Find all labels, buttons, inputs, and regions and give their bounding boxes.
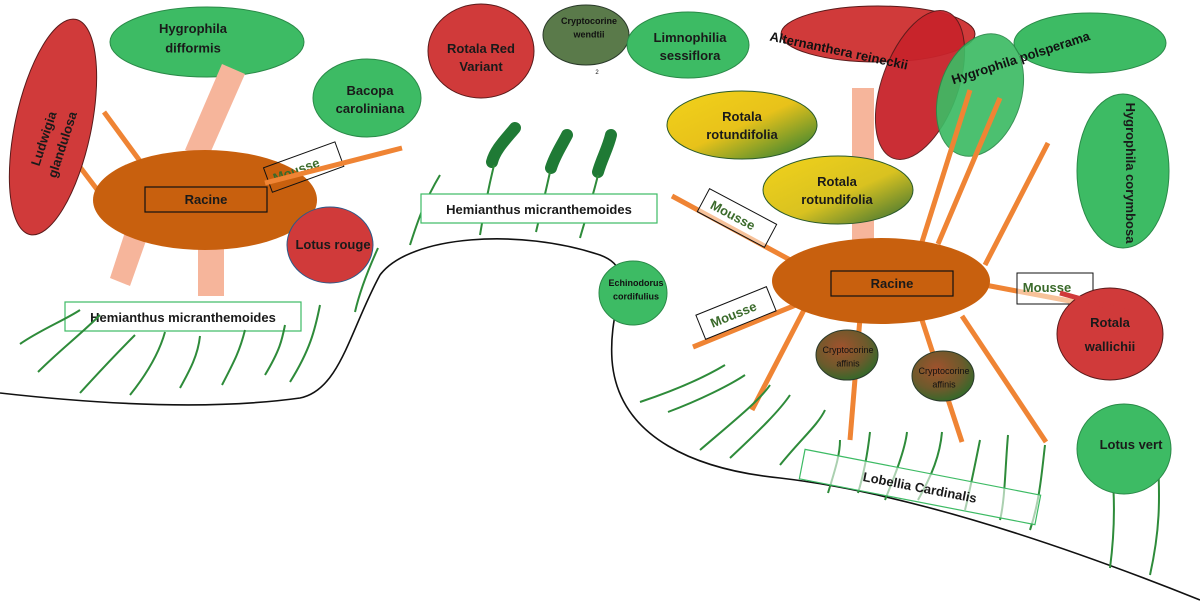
lotus-vert-label: Lotus vert xyxy=(1100,437,1164,452)
wood-trunk-left-2 xyxy=(110,232,147,286)
racine-left-box xyxy=(144,186,268,213)
hemianthus-left-label: Hemianthus micranthemoides xyxy=(90,310,276,325)
racine-right-label: Racine xyxy=(871,276,914,291)
lotus-rouge-label: Lotus rouge xyxy=(295,237,370,252)
wood-trunk-left-1 xyxy=(185,64,245,158)
root-line xyxy=(264,145,403,186)
hygrophila-polysperma-oval xyxy=(1013,12,1167,74)
hemianthus-center: Hemianthus micranthemoides xyxy=(420,193,658,224)
lotus-rouge: Lotus rouge xyxy=(286,206,374,284)
racine-left: Racine xyxy=(93,150,317,250)
hemianthus-left: Hemianthus micranthemoides xyxy=(64,301,302,332)
hygrophila-corymbosa-label: Hygrophila corymbosa xyxy=(1123,103,1138,245)
hemianthus-center-label: Hemianthus micranthemoides xyxy=(446,202,632,217)
hemianthus-grass-left xyxy=(19,174,441,396)
racine-left-label: Racine xyxy=(185,192,228,207)
crypto-wendtii-note: 2 xyxy=(595,70,599,76)
hygrophila-corymbosa: Hygrophila corymbosa xyxy=(1076,93,1170,249)
racine-right: Racine xyxy=(772,238,990,324)
ludwigia-glandulosa: Ludwigiaglandulosa xyxy=(8,18,98,236)
root-line-red xyxy=(1059,290,1129,315)
mousse-far-right-label: Mousse xyxy=(1023,280,1071,295)
lotus-vert: Lotus vert xyxy=(1076,403,1172,495)
racine-right-box xyxy=(830,270,954,297)
